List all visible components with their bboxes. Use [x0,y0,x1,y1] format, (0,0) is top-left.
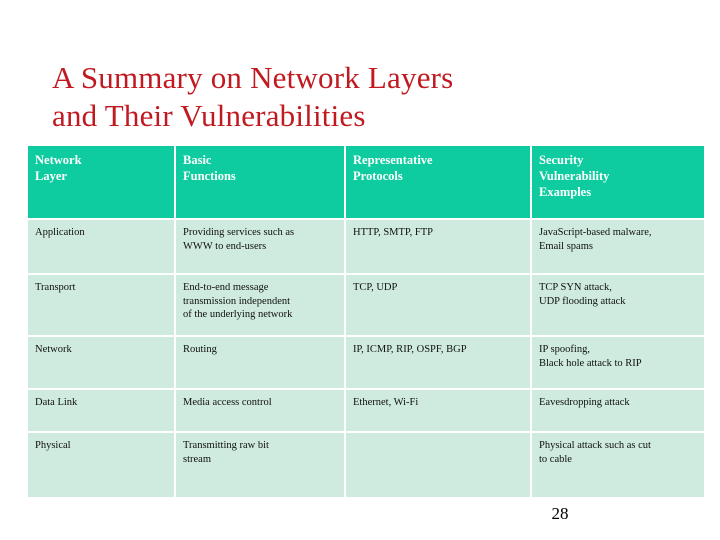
table-row: Data Link Media access control Ethernet,… [28,390,704,431]
column-header-security-vulnerability-examples: Security Vulnerability Examples [532,146,704,218]
cell-functions: Providing services such as WWW to end-us… [176,220,344,273]
cell-protocols: IP, ICMP, RIP, OSPF, BGP [346,337,530,388]
column-header-representative-protocols: Representative Protocols [346,146,530,218]
page-title: A Summary on Network Layers and Their Vu… [52,59,454,133]
table-row: Transport End-to-end message transmissio… [28,275,704,335]
cell-vulnerabilities: JavaScript-based malware, Email spams [532,220,704,273]
cell-protocols: Ethernet, Wi-Fi [346,390,530,431]
table-row: Network Routing IP, ICMP, RIP, OSPF, BGP… [28,337,704,388]
table-row: Physical Transmitting raw bit stream Phy… [28,433,704,497]
table-header: Network Layer Basic Functions Representa… [28,146,704,218]
cell-layer: Network [28,337,174,388]
cell-protocols: TCP, UDP [346,275,530,335]
cell-vulnerabilities: IP spoofing, Black hole attack to RIP [532,337,704,388]
cell-layer: Application [28,220,174,273]
cell-protocols [346,433,530,497]
cell-layer: Physical [28,433,174,497]
column-header-basic-functions: Basic Functions [176,146,344,218]
table-row: Application Providing services such as W… [28,220,704,273]
cell-vulnerabilities: TCP SYN attack, UDP flooding attack [532,275,704,335]
column-header-network-layer: Network Layer [28,146,174,218]
cell-functions: End-to-end message transmission independ… [176,275,344,335]
table-body: Application Providing services such as W… [28,220,704,497]
cell-vulnerabilities: Physical attack such as cut to cable [532,433,704,497]
cell-layer: Data Link [28,390,174,431]
table-header-row: Network Layer Basic Functions Representa… [28,146,704,218]
cell-vulnerabilities: Eavesdropping attack [532,390,704,431]
cell-protocols: HTTP, SMTP, FTP [346,220,530,273]
page-number: 28 [551,504,569,523]
cell-functions: Routing [176,337,344,388]
cell-layer: Transport [28,275,174,335]
cell-functions: Transmitting raw bit stream [176,433,344,497]
cell-functions: Media access control [176,390,344,431]
network-layers-table: Network Layer Basic Functions Representa… [26,144,706,499]
